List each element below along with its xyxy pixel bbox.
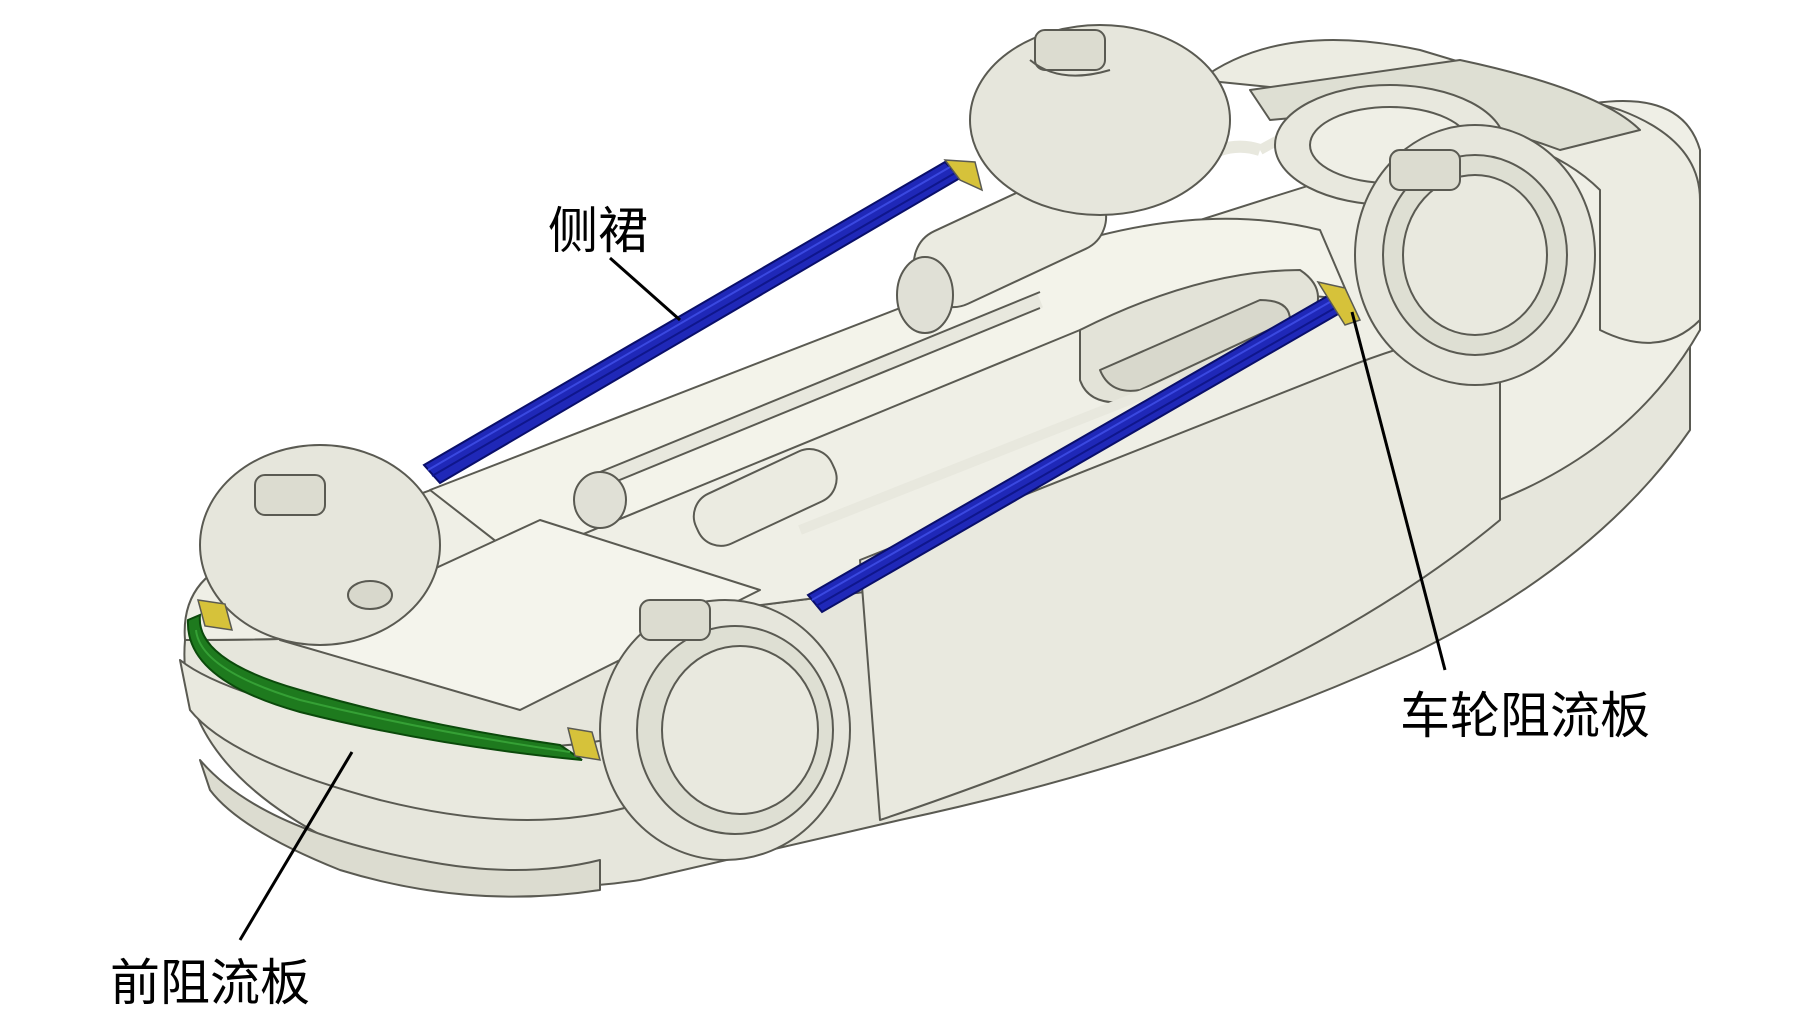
label-side-skirt: 侧裙: [548, 202, 648, 260]
wheel-front-right: [599, 599, 851, 861]
leader-lines: [238, 256, 1447, 941]
leader-front-spoiler: [238, 751, 354, 941]
rear-muffler-cap: [896, 256, 954, 334]
front-spoiler: [186, 599, 602, 761]
wheel-rear-right: [1354, 124, 1596, 386]
wheels: [199, 24, 1596, 861]
leader-side-skirt: [609, 256, 681, 322]
front-spoiler-strip: [186, 613, 583, 761]
wheel-rear-left: [969, 24, 1231, 216]
wheel-front-left: [199, 444, 441, 646]
front-muffler: [692, 448, 838, 547]
leader-wheel-spoiler: [1350, 311, 1447, 671]
label-wheel-spoiler: 车轮阻流板: [1400, 687, 1650, 745]
wheel-spoiler-tab: [1316, 280, 1362, 326]
exhaust-pipe-main-outline: [599, 291, 1041, 489]
exhaust-center-pipe: [798, 375, 1182, 535]
exhaust-pipe-main: [596, 292, 1044, 488]
label-front-spoiler: 前阻流板: [110, 954, 310, 1012]
side-skirt-left-tab: [943, 159, 984, 192]
front-spoiler-tab-left: [196, 599, 234, 631]
side-skirts: [422, 159, 1362, 614]
front-floor-plate: [279, 519, 761, 711]
front-muffler-cap: [573, 471, 627, 529]
front-spoiler-tab-right: [566, 727, 602, 761]
